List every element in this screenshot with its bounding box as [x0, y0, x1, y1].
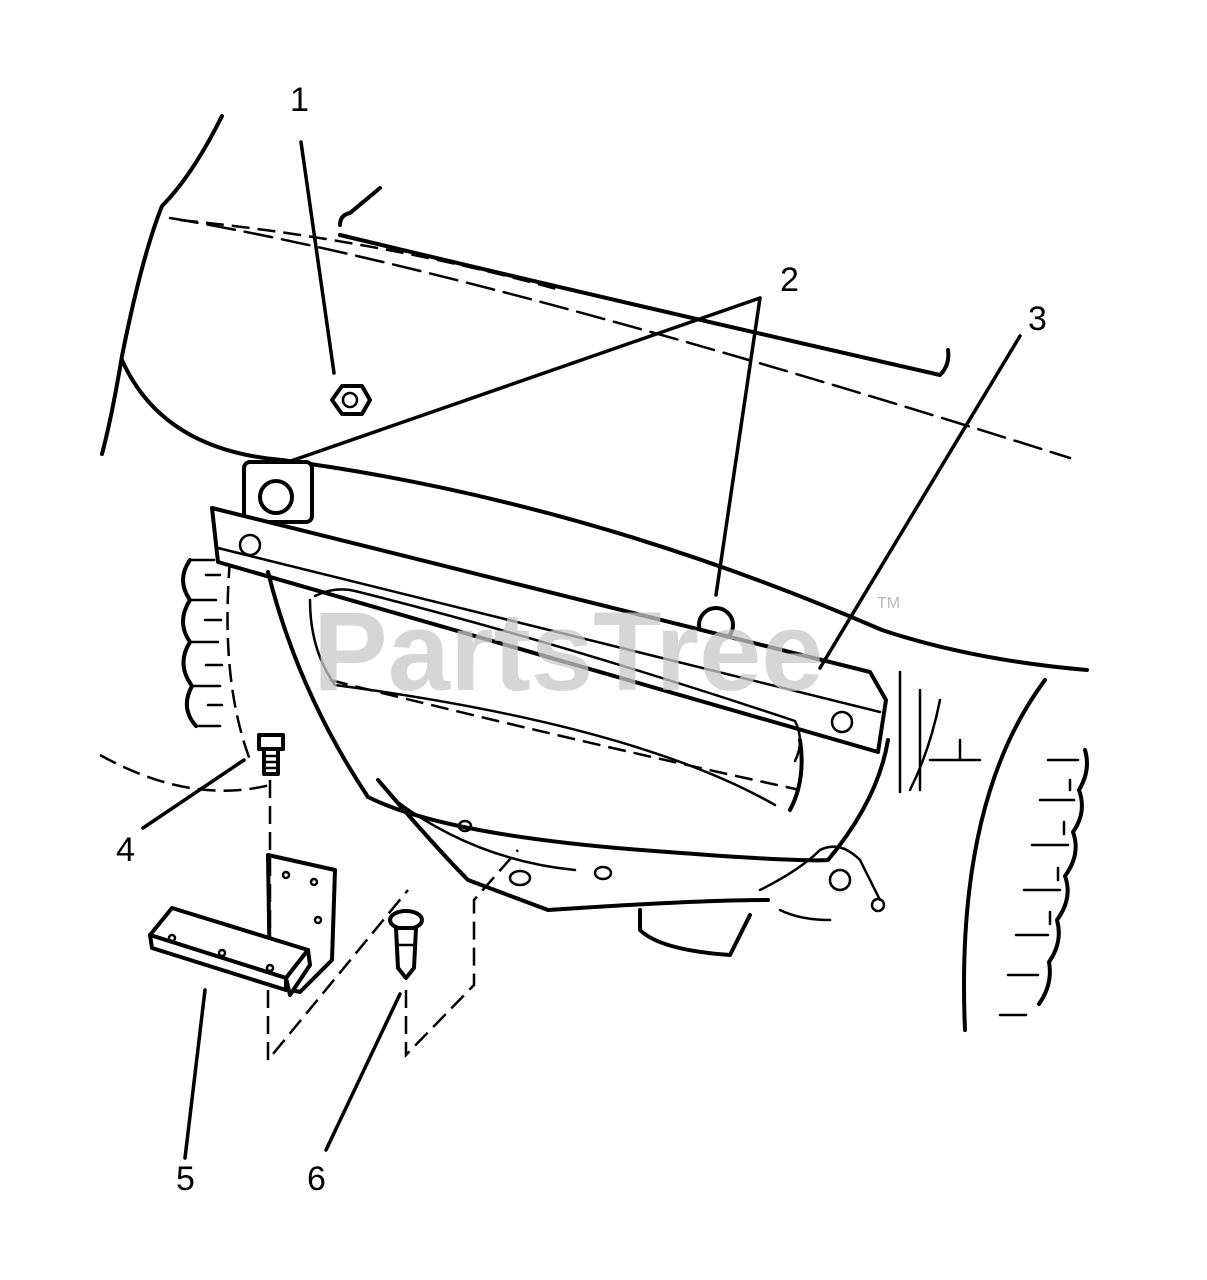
callout-5: 5	[176, 1160, 195, 1198]
bolt-item-4	[257, 733, 285, 776]
callout-6: 6	[307, 1160, 326, 1198]
bracket-item-5	[148, 853, 337, 997]
hood-nut	[330, 384, 372, 416]
hood	[100, 114, 1089, 672]
leader-lines	[141, 140, 1022, 1160]
callout-3: 3	[1028, 300, 1047, 338]
callout-2: 2	[780, 261, 799, 299]
front-panel	[266, 570, 942, 863]
callout-1: 1	[290, 81, 309, 119]
left-tire	[99, 558, 271, 792]
install-lines	[266, 780, 519, 1064]
callout-4: 4	[116, 831, 135, 869]
right-tire	[962, 678, 1089, 1032]
watermark-text: PartsTree	[313, 589, 824, 714]
watermark-trademark: TM	[877, 595, 900, 612]
chassis	[376, 738, 982, 957]
rivet-item-6	[388, 909, 424, 980]
bumper-bar	[210, 506, 888, 754]
